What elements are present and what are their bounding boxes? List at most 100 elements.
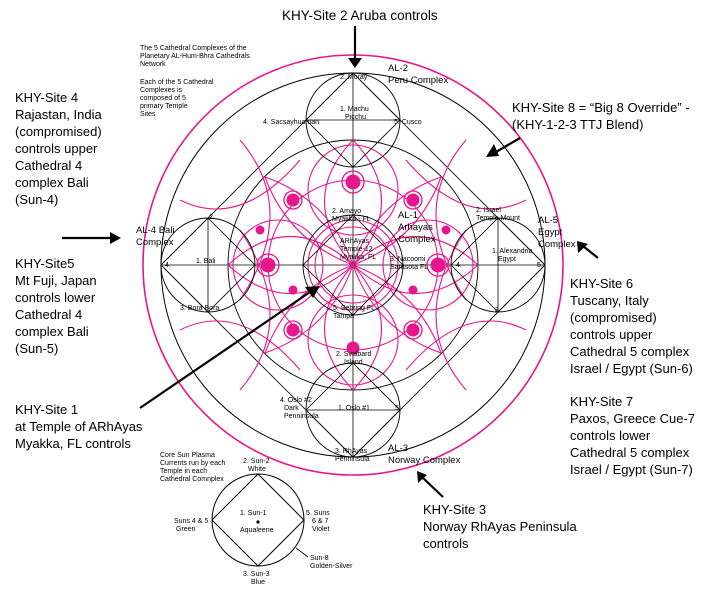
temple-sacsayhuaman: 4. Sacsayhuaman [263,119,320,126]
temple-egypt-5: 5. [537,262,543,269]
site7-line: KHY-Site 7 [570,394,634,409]
legend-sun45-sub: Green [176,526,196,533]
site3-line: controls [423,536,469,551]
al4-sublabel: Complex [136,237,174,248]
intro-line: primary Temple [140,103,188,110]
site5-line: Cathedral 4 [15,307,83,322]
legend-sun67-sub: 6 & 7 [312,518,329,525]
site4-line: complex Bali [15,175,89,190]
legend-title-line: Core Sun Plasma [160,452,215,459]
temple-oslo-2-sub: Penninsula [284,413,319,420]
site8-line: KHY-Site 8 = “Big 8 Override” - [512,100,690,115]
outer-magenta-ring [142,54,564,476]
site5-line: complex Bali [15,324,89,339]
temple-norway-5: 5. [395,405,401,412]
site7-line: controls lower [570,428,651,443]
site4-line: Cathedral 4 [15,158,83,173]
al4-label: AL-4 Bali [136,225,175,236]
al1-label: AL-1 [398,210,419,221]
legend-sun3-sub: Blue [251,579,266,586]
site5-line: (Sun-5) [15,341,59,356]
legend-title-line: Cathedral Comnplex [160,476,224,483]
intro-line: The 5 Cathedral Complexes of the [140,45,247,52]
site3-line: KHY-Site 3 [423,502,487,517]
temple-arhayas: ARhAyas [340,238,370,245]
al2-label: AL-2 [388,63,409,74]
site6-line: KHY-Site 6 [570,276,634,291]
legend-sun8-sub: Golden-Silver [310,563,353,570]
temple-amayo-sub: Myakka - FL [332,216,371,223]
temple-bali-4: 4. [165,262,171,269]
al1-sublabel: Arhayas [398,222,433,233]
magenta-nodes [255,174,451,355]
arrows [62,26,599,498]
complex-diamonds [160,72,546,458]
temple-arhayas-sub: Temple-12 [340,246,373,253]
legend-sun45: Suns 4 & 5 [174,518,209,525]
temple-rhayas: 3. RhAyas [335,448,368,455]
temple-amayo: 2. Amayo [332,208,362,215]
legend-sun8: Sun-8 [310,555,329,562]
temple-sebring-sub: Tampa [333,313,355,320]
legend-sun2: 2. Sun-2 [243,458,270,465]
temple-israel: 2. Israel [476,207,501,214]
site4-line: (compromised) [15,124,102,139]
site4-line: (Sun-4) [15,192,59,207]
temple-egypt-3: 3. [495,307,501,314]
al5-sublabel: Complex [538,239,576,250]
temple-arhayas-sub: Myakka, FL [340,254,377,261]
temple-sebring: 5. Sebring FL [333,305,376,312]
site6-line: Cathedral 5 complex [570,344,690,359]
temple-cusco: 5. Cusco [394,119,422,126]
site6-line: controls upper [570,327,653,342]
intro-line: Network [140,61,166,68]
intro-line: Sites [140,111,156,118]
intro-line: Each of the 5 Cathedral [140,79,214,86]
site4-line: controls upper [15,141,98,156]
site6-line: Tuscany, Italy [570,293,649,308]
site7-line: Israel / Egypt (Sun-7) [570,462,693,477]
temple-nacoomi-sub: Sarasota FL [390,264,429,271]
temple-bali-1: 1. Bali [196,258,216,265]
site1-line: KHY-Site 1 [15,402,79,417]
al2-sublabel: Peru Complex [388,75,449,86]
site4-line: KHY-Site 4 [15,90,79,105]
al3-label: AL-3 [388,443,409,454]
site5-line: Mt Fuji, Japan [15,273,97,288]
temple-bali-2: 2. [209,214,215,221]
legend-sun3: 3. Sun-3 [243,571,270,578]
legend-sun67: 5. Suns [306,510,330,517]
site6-line: Israel / Egypt (Sun-6) [570,361,693,376]
sun-1-dot [256,520,260,524]
intro-line: Complexes is [140,87,183,94]
temple-alexandria: 1. Alexandria [492,248,533,255]
site4-line: Rajastan, India [15,107,102,122]
site1-line: Myakka, FL controls [15,436,131,451]
site5-line: controls lower [15,290,96,305]
temple-bora-bora: 3. Bora Bora [180,305,220,312]
site8-line: (KHY-1-2-3 TTJ Blend) [512,117,644,132]
legend-sun2-sub: White [248,466,266,473]
site3-line: Norway RhAyas Peninsula [423,519,577,534]
temple-rhayas-sub: Penninsula [335,456,370,463]
legend-title-line: Currents run by each [160,460,226,467]
al5-label: AL-5 [538,215,559,226]
site6-line: (compromised) [570,310,657,325]
site5-line: KHY-Site5 [15,256,75,271]
legend-sun67-sub: Violet [312,526,330,533]
temple-egypt-4: 4. [456,262,462,269]
temple-oslo-2-sub: Dark [284,405,299,412]
site1-line: at Temple of ARhAyas [15,419,143,434]
temple-alexandria-sub: Egypt [498,256,516,263]
temple-machu-sub: Picchu [345,114,367,121]
site7-line: Paxos, Greece Cue-7 [570,411,696,426]
sun-legend-diagram [211,473,305,567]
al3-sublabel: Norway Complex [388,455,461,466]
al1-sublabel: Complex [398,234,436,245]
temple-svalbard-sub: Island [344,359,363,366]
legend-sun1: 1. Sun-1 [240,510,267,517]
temple-oslo-2: 4. Oslo #2 [280,397,312,404]
intro-line: Planetary AL-Hum-Bhra Cathedrals [140,53,250,60]
legend-title-line: Temple in each [160,468,208,475]
